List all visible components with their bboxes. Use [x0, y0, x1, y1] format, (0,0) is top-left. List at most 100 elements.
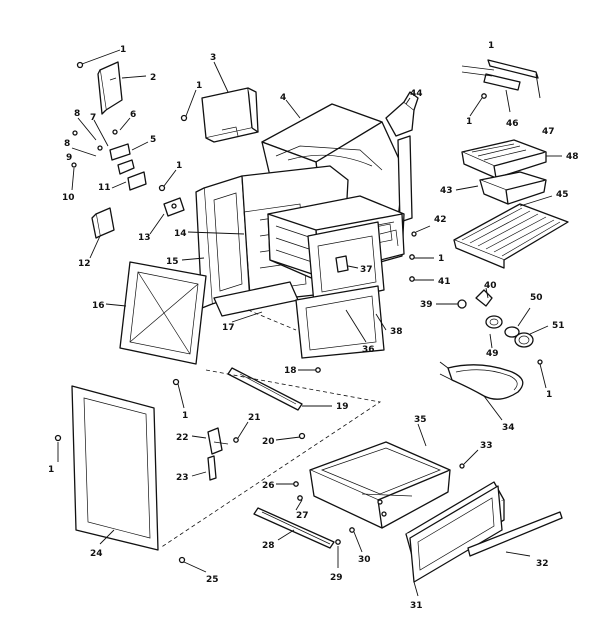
part-18-screw	[298, 367, 321, 373]
part-19-side-trim	[227, 367, 332, 411]
part-44-vent	[385, 91, 419, 223]
callout-27: 27	[296, 511, 309, 521]
callout-48: 48	[566, 152, 579, 162]
callout-36: 36	[362, 345, 375, 355]
callout-30: 30	[358, 555, 371, 565]
part-34-bake-element	[439, 361, 524, 421]
callout-35: 35	[414, 415, 427, 425]
part-49-50-51-gaskets	[485, 307, 549, 349]
callout-11: 11	[98, 183, 111, 193]
part-32-drawer-rail	[467, 511, 563, 557]
callout-51: 51	[552, 321, 565, 331]
callout-39: 39	[420, 300, 433, 310]
callout-31: 31	[410, 601, 423, 611]
callout-9: 9	[66, 153, 72, 163]
callout-41: 41	[438, 277, 451, 287]
part-13-latch	[149, 197, 185, 235]
callout-38: 38	[390, 327, 403, 337]
callout-15: 15	[166, 257, 179, 267]
callout-6: 6	[130, 110, 136, 120]
callout-49: 49	[486, 349, 499, 359]
callout-5: 5	[150, 135, 156, 145]
callout-44: 44	[410, 89, 423, 99]
callout-21: 21	[248, 413, 261, 423]
part-21-22-23-hinge	[191, 421, 249, 481]
callout-7: 7	[90, 113, 96, 123]
part-12-clip	[89, 207, 115, 259]
callout-32: 32	[536, 559, 549, 569]
callout-1: 1	[438, 254, 444, 264]
callout-23: 23	[176, 473, 189, 483]
callout-8: 8	[64, 139, 70, 149]
callout-20: 20	[262, 437, 275, 447]
part-39-40-lamp	[436, 287, 493, 309]
callout-40: 40	[484, 281, 497, 291]
part-26-27-screws	[276, 481, 303, 511]
callout-18: 18	[284, 366, 297, 376]
part-1-screw-c	[158, 169, 177, 192]
callout-43: 43	[440, 186, 453, 196]
callout-16: 16	[92, 301, 105, 311]
part-25-screw	[178, 556, 207, 573]
callout-1: 1	[182, 411, 188, 421]
part-38-door-frame	[295, 285, 387, 359]
callout-12: 12	[78, 259, 91, 269]
callout-26: 26	[262, 481, 275, 491]
part-29-30-screws	[335, 527, 363, 568]
callout-17: 17	[222, 323, 235, 333]
callout-29: 29	[330, 573, 343, 583]
part-15-front-frame	[181, 175, 251, 309]
callout-13: 13	[138, 233, 151, 243]
callout-3: 3	[210, 53, 216, 63]
callout-50: 50	[530, 293, 543, 303]
callout-22: 22	[176, 433, 189, 443]
callout-1: 1	[196, 81, 202, 91]
part-1-screw-d	[172, 378, 185, 409]
part-45-oven-rack	[453, 195, 569, 269]
callout-24: 24	[90, 549, 103, 559]
callout-1: 1	[176, 161, 182, 171]
callout-1: 1	[546, 390, 552, 400]
part-1-screw-b	[180, 89, 197, 122]
part-20-screw	[275, 432, 306, 441]
part-37-door-inner-panel	[307, 221, 385, 305]
hinge-assembly	[71, 117, 149, 191]
part-46-47-element	[461, 59, 541, 117]
callout-8: 8	[74, 109, 80, 119]
callout-1: 1	[488, 41, 494, 51]
part-1-screw	[76, 49, 121, 69]
callout-33: 33	[480, 441, 493, 451]
part-42-screw	[411, 225, 431, 237]
callout-47: 47	[542, 127, 555, 137]
part-1-screw-e	[537, 359, 547, 389]
callout-25: 25	[206, 575, 219, 585]
callout-14: 14	[174, 229, 187, 239]
callout-45: 45	[556, 190, 569, 200]
part-31-drawer-panel	[409, 485, 503, 597]
part-43-broiler-pan	[455, 171, 547, 205]
callout-1: 1	[48, 465, 54, 475]
callout-labels: 1 2 3 1 4 44 8 7 6 5 8 9 11 10 1 13 12 1…	[48, 41, 579, 611]
part-1-41-screws	[409, 254, 434, 282]
callout-37: 37	[360, 265, 373, 275]
callout-4: 4	[280, 93, 286, 103]
part-16-inner-door-panel	[105, 261, 207, 365]
part-2-bracket	[97, 61, 147, 115]
callout-1: 1	[466, 117, 472, 127]
part-1-screw-f	[54, 434, 62, 462]
part-3-heat-shield	[201, 61, 259, 143]
callout-42: 42	[434, 215, 447, 225]
part-24-outer-door	[71, 385, 159, 551]
part-28-drawer-slide	[253, 507, 335, 549]
part-35-drawer	[309, 423, 451, 529]
part-48-broiler-grid	[461, 139, 562, 179]
callout-34: 34	[502, 423, 515, 433]
callout-19: 19	[336, 402, 349, 412]
callout-28: 28	[262, 541, 275, 551]
callout-10: 10	[62, 193, 75, 203]
guide-lines	[159, 309, 382, 549]
callout-2: 2	[150, 73, 156, 83]
callout-46: 46	[506, 119, 519, 129]
callout-1: 1	[120, 45, 126, 55]
